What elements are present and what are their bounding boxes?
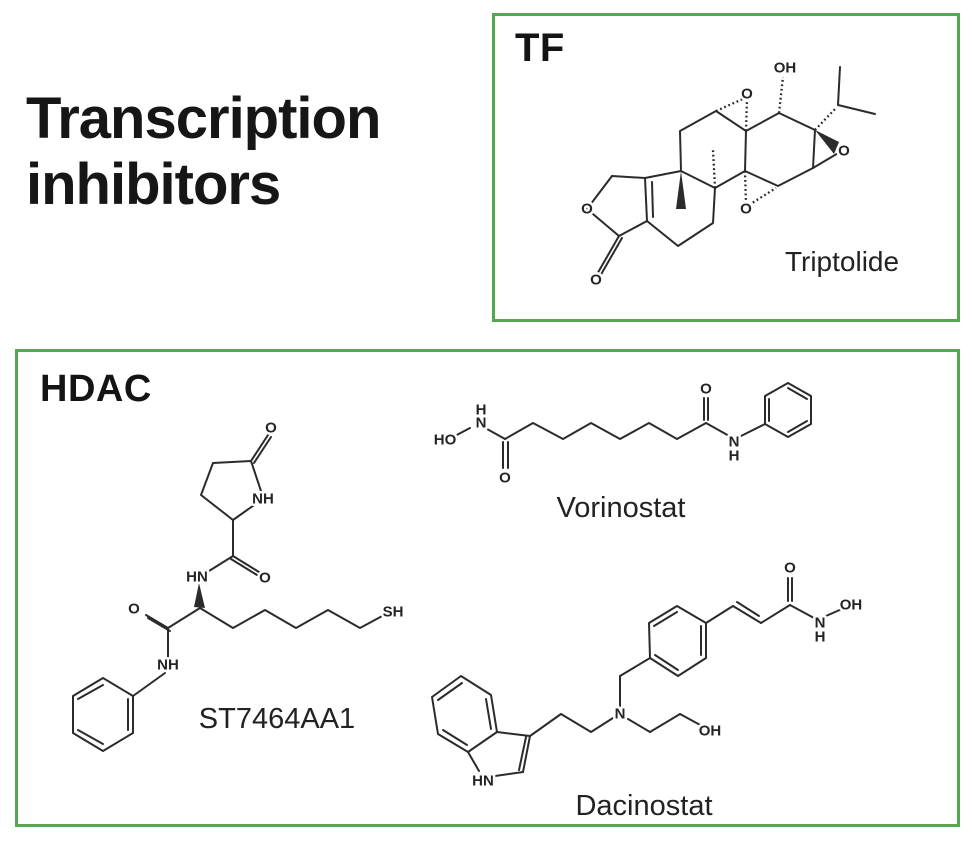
atom-label-o: O	[499, 470, 511, 487]
atom-label-o: O	[265, 420, 277, 437]
atom-label-h: H	[815, 629, 826, 646]
atom-label-oh: OH	[774, 60, 797, 77]
dacinostat-atom-labels: HN N OH O N H OH	[470, 557, 865, 792]
dacinostat-bonds	[431, 577, 845, 777]
atom-label-oh: OH	[699, 723, 722, 740]
triptolide-bonds	[586, 66, 876, 279]
atom-label-o: O	[581, 201, 593, 218]
atom-label-hn: HN	[186, 569, 208, 586]
triptolide-structure: O O O O O OH	[579, 57, 876, 291]
atom-label-nh: NH	[252, 491, 274, 508]
atom-label-oh: OH	[840, 597, 863, 614]
atom-label-n: N	[729, 434, 740, 451]
page-title-line2: inhibitors	[26, 151, 281, 217]
vorinostat-atom-labels: HO H N O O N H	[431, 378, 742, 489]
atom-label-ho: HO	[434, 432, 457, 449]
molecule-label-st7464aa1: ST7464AA1	[198, 703, 356, 735]
atom-label-o: O	[838, 143, 850, 160]
hdac-group-box: O NH O HN O NH SH	[15, 349, 960, 827]
atom-label-o: O	[259, 570, 271, 587]
molecule-label-triptolide: Triptolide	[784, 246, 900, 277]
atom-label-h: H	[476, 402, 487, 419]
group-label-tf: TF	[515, 26, 565, 70]
page-title: Transcription inhibitors	[26, 86, 381, 217]
vorinostat-bonds	[452, 382, 812, 469]
atom-label-o: O	[590, 272, 602, 289]
atom-label-hn: HN	[472, 773, 494, 790]
atom-label-o: O	[784, 560, 796, 577]
molecule-label-vorinostat: Vorinostat	[556, 492, 686, 524]
page-title-line1: Transcription	[26, 86, 381, 151]
tf-group-box: O O O O O OH TF Triptolide	[492, 13, 960, 322]
st7464aa1-bonds	[72, 434, 385, 752]
atom-label-o: O	[700, 381, 712, 398]
group-label-hdac: HDAC	[40, 368, 152, 410]
atom-label-o: O	[740, 201, 752, 218]
triptolide-atom-labels: O O O O O OH	[579, 57, 853, 291]
atom-label-n: N	[615, 706, 626, 723]
atom-label-nh: NH	[157, 657, 179, 674]
atom-label-sh: SH	[383, 604, 404, 621]
hdac-structures: O NH O HN O NH SH	[72, 378, 865, 792]
atom-label-o: O	[128, 601, 140, 618]
atom-label-n: N	[476, 415, 487, 432]
atom-label-h: H	[729, 448, 740, 465]
st7464aa1-atom-labels: O NH O HN O NH SH	[126, 417, 406, 676]
molecule-label-dacinostat: Dacinostat	[575, 790, 713, 822]
atom-label-o: O	[741, 86, 753, 103]
atom-label-n: N	[815, 615, 826, 632]
